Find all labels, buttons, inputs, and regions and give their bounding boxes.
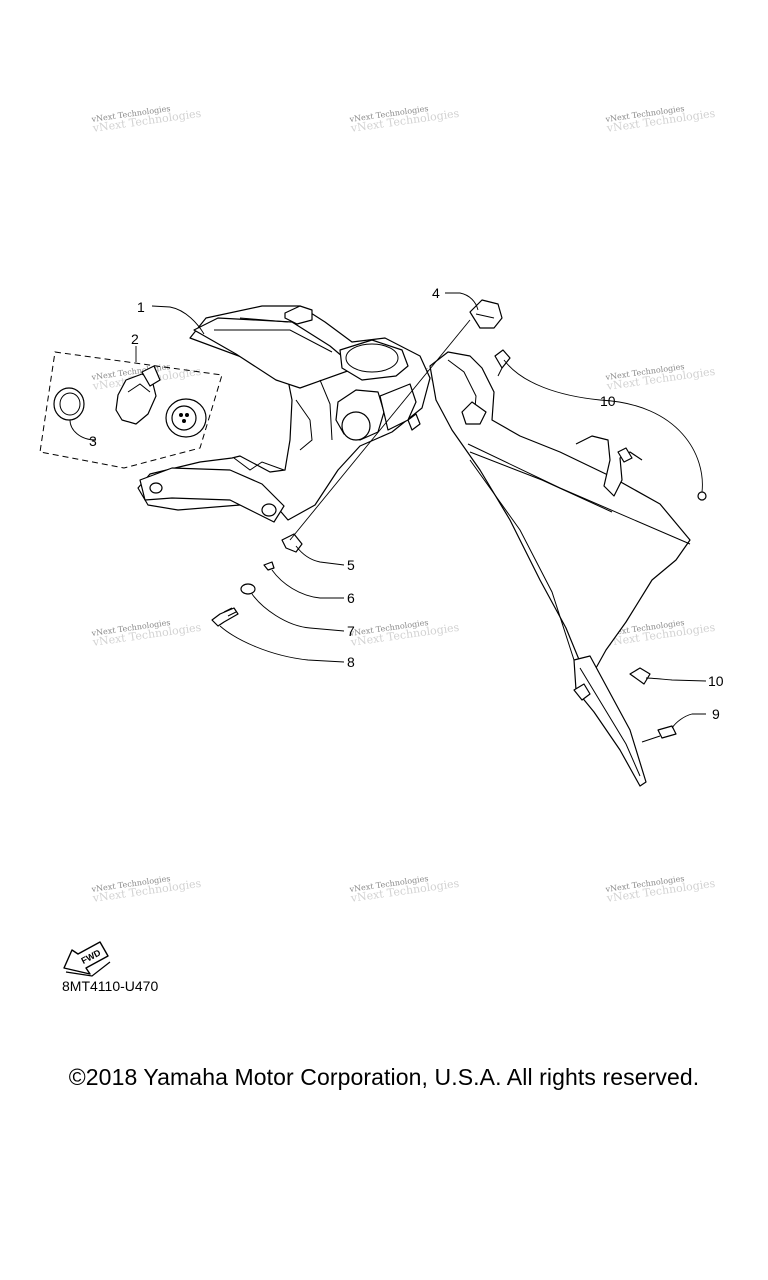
grommet-part (53, 387, 85, 421)
diagram-code: 8MT4110-U470 (62, 978, 159, 994)
callout-10-right: 10 (708, 673, 724, 689)
license-lamp-group (39, 351, 223, 469)
watermark: vNext Technologies vNext Technologies (348, 618, 460, 649)
callout-4: 4 (432, 285, 440, 301)
callout-labels: 1 2 3 4 5 6 7 8 10 10 9 (89, 285, 724, 722)
watermark: vNext Technologies vNext Technologies (90, 104, 202, 135)
callout-7: 7 (347, 623, 355, 639)
rubber-cap-part (469, 299, 503, 329)
watermark: vNext Technologies vNext Technologies (90, 618, 202, 649)
watermark: vNext Technologies vNext Technologies (604, 104, 716, 135)
callout-10-top: 10 (600, 393, 616, 409)
fwd-arrow-icon: FWD (63, 941, 111, 977)
watermark: vNext Technologies vNext Technologies (604, 362, 716, 393)
lamp-holder-part (115, 365, 161, 425)
watermark: vNext Technologies vNext Technologies (90, 874, 202, 905)
callout-8: 8 (347, 654, 355, 670)
callout-6: 6 (347, 590, 355, 606)
rear-fender-part (429, 351, 691, 787)
leader-lines (69, 292, 707, 729)
watermark: vNext Technologies vNext Technologies (604, 874, 716, 905)
fastener-parts (211, 349, 707, 743)
watermark: vNext Technologies vNext Technologies (348, 874, 460, 905)
callout-5: 5 (347, 557, 355, 573)
callout-2: 2 (131, 331, 139, 347)
watermark: vNext Technologies vNext Technologies (348, 104, 460, 135)
callout-3: 3 (89, 433, 97, 449)
callout-9: 9 (712, 706, 720, 722)
callout-1: 1 (137, 299, 145, 315)
copyright-notice: ©2018 Yamaha Motor Corporation, U.S.A. A… (68, 1064, 700, 1090)
rear-housing-part (137, 305, 431, 523)
lamp-socket-part (165, 398, 207, 438)
